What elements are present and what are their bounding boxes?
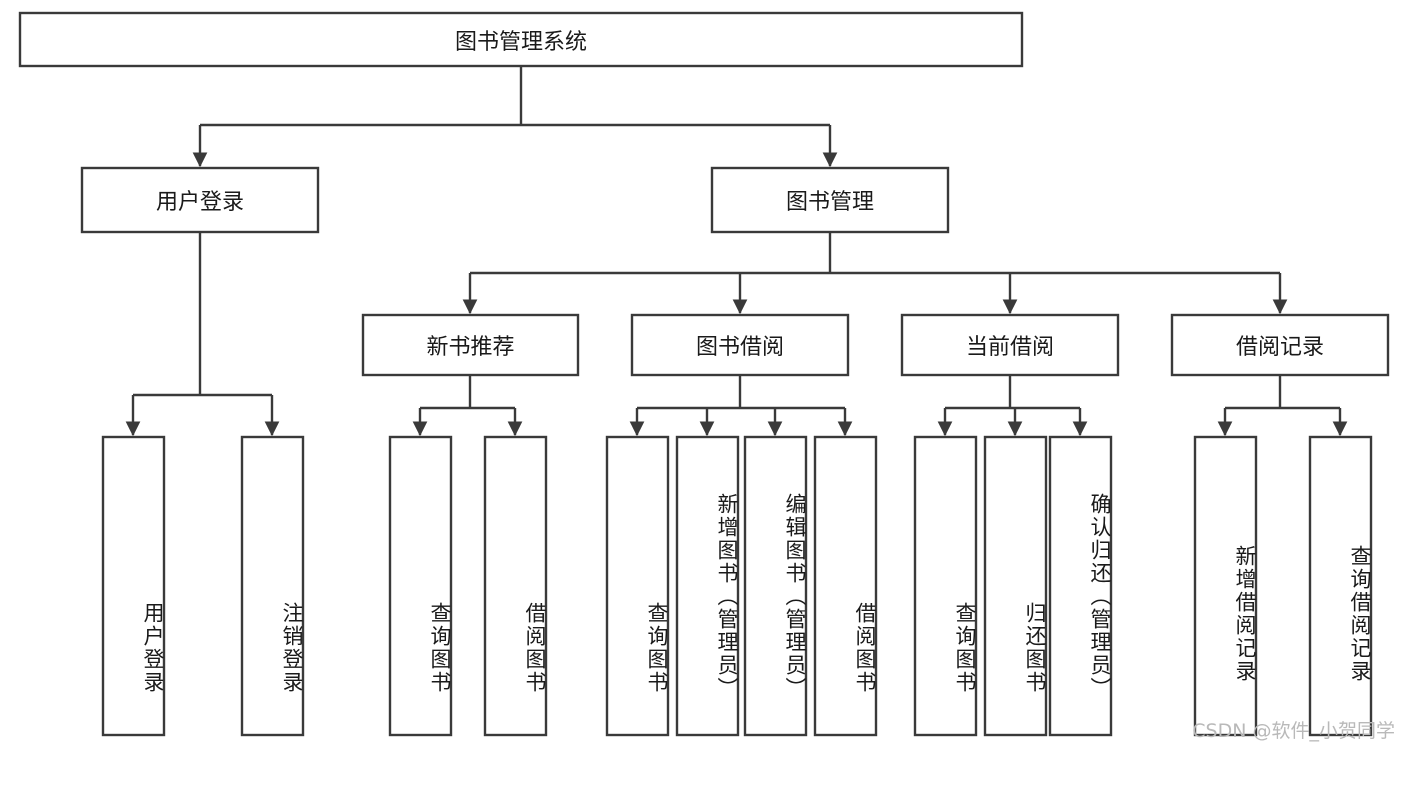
node-current-borrow[interactable] (900, 313, 1120, 377)
node-new-book-rec[interactable] (361, 313, 580, 377)
node-leaf-query-record[interactable] (1308, 435, 1373, 737)
edges-root-to-level2 (192, 66, 838, 168)
node-borrow-record[interactable] (1170, 313, 1390, 377)
node-leaf-query-book-3[interactable] (913, 435, 978, 737)
node-user-login[interactable] (80, 166, 320, 234)
node-leaf-logout[interactable] (240, 435, 305, 737)
edges-borrow-record-to-leaves (1217, 375, 1348, 437)
edges-current-borrow-to-leaves (937, 375, 1088, 437)
edges-user-login-to-leaves (125, 232, 280, 437)
node-leaf-user-login[interactable] (101, 435, 166, 737)
edges-new-book-rec-to-leaves (412, 375, 523, 437)
node-book-manage[interactable] (710, 166, 950, 234)
node-leaf-borrow-book-2[interactable] (813, 435, 878, 737)
system-structure-diagram: 图书管理系统 用户登录 图书管理 新书推荐 图书借阅 当前借阅 借阅记录 用户登… (18, 11, 1395, 742)
edges-book-borrow-to-leaves (629, 375, 853, 437)
node-leaf-edit-book[interactable] (743, 435, 808, 737)
node-leaf-borrow-book-1[interactable] (483, 435, 548, 737)
node-leaf-add-record[interactable] (1193, 435, 1258, 737)
edges-book-manage-to-level3 (462, 232, 1288, 315)
node-leaf-query-book-1[interactable] (388, 435, 453, 737)
node-book-borrow[interactable] (630, 313, 850, 377)
node-leaf-query-book-2[interactable] (605, 435, 670, 737)
diagram-canvas (18, 11, 1390, 737)
node-leaf-return-book[interactable] (983, 435, 1048, 737)
node-leaf-add-book[interactable] (675, 435, 740, 737)
node-root[interactable] (18, 11, 1024, 68)
node-leaf-confirm-return[interactable] (1048, 435, 1113, 737)
